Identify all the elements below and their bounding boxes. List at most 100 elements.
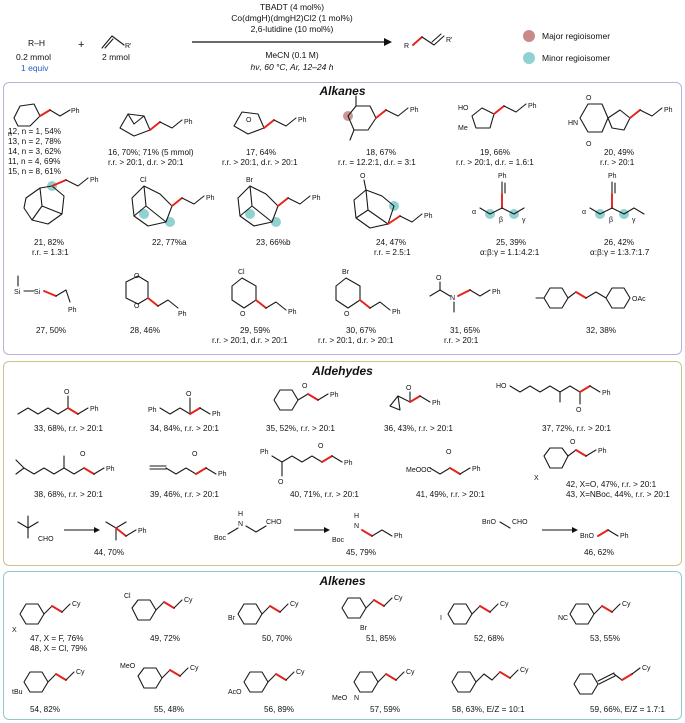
svg-text:Br: Br — [228, 615, 236, 622]
svg-text:Ph: Ph — [206, 195, 215, 202]
compound-51-structure: Br Cy — [341, 595, 403, 632]
svg-text:Ph: Ph — [424, 213, 433, 220]
compound-26-label: 26, 42% — [604, 238, 635, 247]
svg-text:O: O — [302, 383, 308, 390]
svg-text:I: I — [440, 615, 442, 622]
svg-text:X: X — [534, 475, 539, 482]
compound-38-label: 38, 68%, r.r. > 20:1 — [34, 490, 103, 499]
compound-42-label: 42, X=O, 47%, r.r. > 20:1 — [566, 480, 657, 489]
compound-29-label: 29, 59% — [240, 326, 271, 335]
svg-text:Cl: Cl — [140, 177, 147, 184]
compound-31-structure: O N Ph — [429, 275, 501, 313]
reactant1-equiv: 1 equiv — [21, 63, 49, 73]
svg-text:Ph: Ph — [602, 390, 611, 397]
compound-26-selectivity: α:β:γ = 1:3.7:1.7 — [590, 248, 650, 257]
svg-text:CHO: CHO — [512, 519, 528, 526]
product-structure: R R' — [404, 33, 452, 50]
svg-text:OAc: OAc — [632, 296, 646, 303]
compound-35-label: 35, 52%, r.r. > 20:1 — [266, 424, 335, 433]
svg-text:Cy: Cy — [520, 667, 529, 674]
svg-text:Ph: Ph — [394, 533, 403, 540]
alkanes-title: Alkanes — [319, 84, 366, 98]
compound-30-label: 30, 67% — [346, 326, 377, 335]
svg-text:Ph: Ph — [410, 107, 419, 114]
compound-51-label: 51, 85% — [366, 634, 397, 643]
reactant1-amount: 0.2 mmol — [16, 52, 51, 62]
compound-35-structure: O Ph — [273, 383, 339, 411]
reaction-arrow — [192, 38, 392, 46]
svg-text:Ph: Ph — [392, 309, 401, 316]
compound-49-label: 49, 72% — [150, 634, 181, 643]
compound-54-label: 54, 82% — [30, 705, 61, 714]
svg-text:O: O — [134, 303, 140, 310]
svg-text:Ph: Ph — [492, 289, 501, 296]
svg-text:Ph: Ph — [288, 309, 297, 316]
compound-49-structure: Cl Cy — [124, 593, 193, 621]
compound-54-structure: tBu Cy — [12, 669, 85, 696]
compound-55-label: 55, 48% — [154, 705, 185, 714]
compound-18-selectivity: r.r. = 12.2:1, d.r. = 3:1 — [338, 158, 416, 167]
svg-text:O: O — [186, 391, 192, 398]
compound-52-label: 52, 68% — [474, 634, 505, 643]
compound-32-label: 32, 38% — [586, 326, 617, 335]
compound-18-label: 18, 67% — [366, 148, 397, 157]
compound-28-structure: O O Ph — [125, 273, 187, 318]
svg-text:Cy: Cy — [184, 597, 193, 604]
svg-text:Ph: Ph — [664, 107, 673, 114]
compound-44-scheme: CHO Ph — [17, 515, 147, 543]
svg-text:Ph: Ph — [528, 103, 537, 110]
svg-text:Ph: Ph — [90, 406, 99, 413]
compound-37-structure: HO O Ph — [496, 383, 611, 414]
compound-20-selectivity: r.r. > 20:1 — [600, 158, 635, 167]
compound-18-structure: Ph — [343, 95, 419, 141]
svg-text:MeOOC: MeOOC — [406, 467, 432, 474]
solvent: MeCN (0.1 M) — [265, 50, 319, 60]
alkanes-panel: Alkanes — [3, 82, 682, 355]
compound-11-label: 11, n = 4, 69% — [8, 157, 61, 166]
svg-text:O: O — [278, 479, 284, 486]
legend-minor-label: Minor regioisomer — [542, 53, 611, 63]
svg-text:CHO: CHO — [266, 519, 282, 526]
compound-12-label: 12, n = 1, 54% — [8, 127, 62, 136]
compound-30-structure: Br O Ph — [335, 269, 401, 318]
compound-20-structure: O O HN Ph — [568, 95, 673, 148]
svg-text:Br: Br — [246, 177, 254, 184]
svg-text:N: N — [354, 523, 359, 530]
svg-text:HN: HN — [568, 120, 578, 127]
svg-text:MeO: MeO — [332, 695, 348, 702]
svg-text:Boc: Boc — [332, 537, 345, 544]
svg-text:O: O — [586, 141, 592, 148]
compound-31-selectivity: r.r. > 20:1 — [444, 336, 479, 345]
compound-27-structure: Si Si Ph — [14, 275, 77, 314]
svg-text:O: O — [570, 439, 576, 446]
svg-text:Cy: Cy — [394, 595, 403, 602]
compound-50-structure: Br Cy — [228, 601, 299, 625]
svg-text:Ph: Ph — [344, 460, 353, 467]
compound-29-structure: Cl O Ph — [231, 269, 297, 318]
compound-17-selectivity: r.r. > 20:1, d.r. > 20:1 — [222, 158, 298, 167]
svg-text:Ph: Ph — [260, 449, 269, 456]
compound-44-label: 44, 70% — [94, 548, 125, 557]
svg-text:Si: Si — [14, 289, 21, 296]
compound-41-structure: MeOOC O Ph — [406, 449, 481, 475]
aldehydes-panel: Aldehydes — [3, 361, 682, 566]
compound-21-label: 21, 82% — [34, 238, 65, 247]
svg-text:O: O — [344, 311, 350, 318]
reactant2-amount: 2 mmol — [102, 52, 130, 62]
compound-58-label: 58, 63%, E/Z = 10:1 — [452, 705, 525, 714]
svg-text:Cy: Cy — [622, 601, 631, 608]
alkenes-title: Alkenes — [319, 574, 366, 588]
compound-12-structure: n Ph — [8, 103, 80, 138]
svg-text:Ph: Ph — [498, 173, 507, 180]
condition-2: Co(dmgH)(dmgH2)Cl2 (1 mol%) — [231, 13, 353, 23]
compound-19-structure: HO Me Ph — [458, 103, 537, 132]
compound-57-structure: N MeO Cy — [332, 669, 415, 702]
svg-text:α: α — [582, 209, 586, 216]
compound-43-label: 43, X=NBoc, 44%, r.r. > 20:1 — [566, 490, 670, 499]
compound-16-label: 16, 70%; 71% (5 mmol) — [108, 148, 194, 157]
svg-text:Ph: Ph — [68, 307, 77, 314]
svg-text:O: O — [64, 389, 70, 396]
svg-text:O: O — [246, 117, 252, 124]
compound-47-label: 47, X = F, 76% — [30, 634, 84, 643]
compound-56-label: 56, 89% — [264, 705, 295, 714]
